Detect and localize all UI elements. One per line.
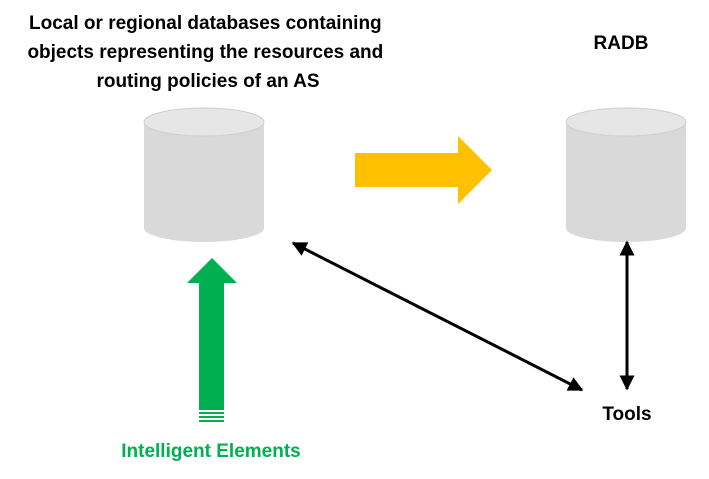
intelligent-arrow-stripe-3 bbox=[199, 420, 224, 422]
intelligent-arrow-shaft bbox=[187, 258, 237, 410]
local-db-label-line-2: objects representing the resources and bbox=[27, 42, 383, 63]
local-database-cylinder-icon bbox=[143, 107, 265, 242]
intelligent-elements-label: Intelligent Elements bbox=[121, 441, 300, 462]
local-db-label-line-1: Local or regional databases containing bbox=[29, 13, 382, 34]
radb-body bbox=[566, 122, 686, 242]
local-db-label-line-3: routing policies of an AS bbox=[96, 71, 319, 92]
intelligent-elements-arrow-icon bbox=[187, 258, 237, 422]
local-db-top bbox=[143, 107, 265, 137]
intelligent-arrow-stripe-1 bbox=[199, 412, 224, 414]
radb-top bbox=[565, 107, 687, 137]
tools-label: Tools bbox=[602, 404, 651, 425]
intelligent-arrow-stripe-2 bbox=[199, 416, 224, 418]
radb-database-cylinder-icon bbox=[565, 107, 687, 242]
local-db-tools-connector bbox=[291, 241, 584, 392]
publish-arrow-icon bbox=[355, 136, 492, 204]
local-db-body bbox=[144, 122, 264, 242]
radb-label: RADB bbox=[594, 33, 649, 54]
local-db-label: Local or regional databases containing o… bbox=[27, 13, 388, 92]
